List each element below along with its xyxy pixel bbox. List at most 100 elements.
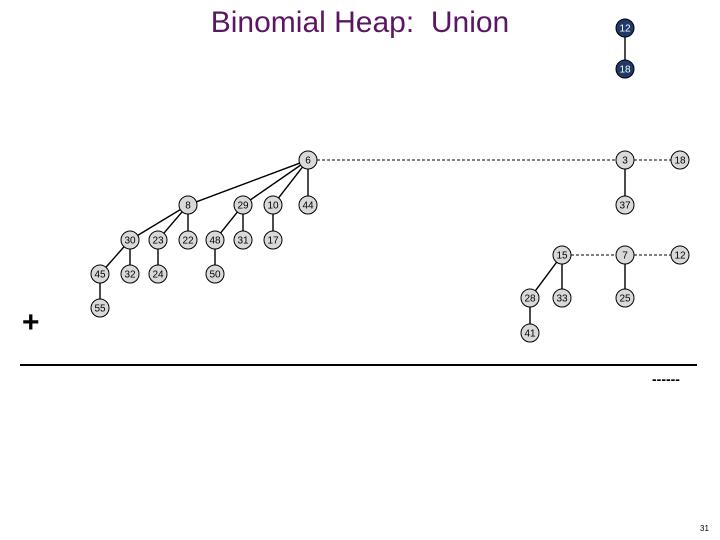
node-circle bbox=[298, 195, 318, 215]
node-key: 12 bbox=[674, 251, 686, 262]
node-circle bbox=[615, 59, 635, 79]
node-key: 30 bbox=[124, 236, 136, 247]
node-circle bbox=[670, 150, 690, 170]
node-circle bbox=[205, 264, 225, 284]
node-circle bbox=[520, 288, 540, 308]
node-23: 23 bbox=[148, 230, 168, 250]
node-17: 17 bbox=[263, 230, 283, 250]
node-41: 41 bbox=[520, 323, 540, 343]
node-circle bbox=[263, 195, 283, 215]
node-15: 15 bbox=[552, 245, 572, 265]
tree-edge bbox=[220, 211, 238, 234]
tree-edge bbox=[250, 164, 301, 201]
node-circle bbox=[552, 288, 572, 308]
node-7: 7 bbox=[615, 245, 635, 265]
node-key: 6 bbox=[305, 156, 311, 167]
tree-edge bbox=[196, 162, 300, 203]
node-circle bbox=[148, 264, 168, 284]
node-key: 10 bbox=[267, 201, 279, 212]
node-key: 22 bbox=[182, 236, 194, 247]
node-circle bbox=[615, 245, 635, 265]
node-key: 44 bbox=[302, 201, 314, 212]
tree-edges bbox=[99, 37, 626, 324]
node-key: 12 bbox=[619, 24, 631, 35]
node-circle bbox=[552, 245, 572, 265]
node-circle bbox=[670, 245, 690, 265]
node-25: 25 bbox=[615, 288, 635, 308]
node-circle bbox=[520, 323, 540, 343]
node-key: 18 bbox=[619, 65, 631, 76]
node-key: 15 bbox=[556, 251, 568, 262]
node-key: 23 bbox=[152, 236, 164, 247]
node-12: 12 bbox=[615, 18, 635, 38]
node-circle bbox=[298, 150, 318, 170]
node-key: 50 bbox=[209, 270, 221, 281]
node-key: 33 bbox=[556, 294, 568, 305]
slide-title: Binomial Heap: Union bbox=[210, 6, 510, 39]
node-45: 45 bbox=[90, 264, 110, 284]
node-key: 37 bbox=[619, 201, 631, 212]
node-key: 17 bbox=[267, 236, 279, 247]
node-key: 7 bbox=[622, 251, 628, 262]
node-32: 32 bbox=[120, 264, 140, 284]
node-circle bbox=[178, 195, 198, 215]
node-55: 55 bbox=[90, 298, 110, 318]
node-key: 8 bbox=[185, 201, 191, 212]
node-circle bbox=[148, 230, 168, 250]
node-circle bbox=[615, 150, 635, 170]
node-12: 12 bbox=[670, 245, 690, 265]
node-key: 29 bbox=[237, 201, 249, 212]
tree-edge bbox=[105, 246, 125, 268]
node-key: 41 bbox=[524, 329, 536, 340]
node-circle bbox=[205, 230, 225, 250]
node-circle bbox=[615, 195, 635, 215]
node-6: 6 bbox=[298, 150, 318, 170]
node-8: 8 bbox=[178, 195, 198, 215]
node-24: 24 bbox=[148, 264, 168, 284]
plus-operator: + bbox=[22, 306, 40, 339]
tree-edge bbox=[534, 261, 558, 292]
node-18: 18 bbox=[615, 59, 635, 79]
tree-edge bbox=[137, 209, 181, 236]
root-list-links bbox=[317, 159, 671, 256]
node-circle bbox=[233, 195, 253, 215]
node-circle bbox=[263, 230, 283, 250]
tree-edge bbox=[277, 166, 304, 199]
node-28: 28 bbox=[520, 288, 540, 308]
page-number: 31 bbox=[700, 524, 709, 533]
node-44: 44 bbox=[298, 195, 318, 215]
node-key: 25 bbox=[619, 294, 631, 305]
node-37: 37 bbox=[615, 195, 635, 215]
node-key: 28 bbox=[524, 294, 536, 305]
node-10: 10 bbox=[263, 195, 283, 215]
node-key: 48 bbox=[209, 236, 221, 247]
node-50: 50 bbox=[205, 264, 225, 284]
node-29: 29 bbox=[233, 195, 253, 215]
node-circle bbox=[90, 298, 110, 318]
node-circle bbox=[90, 264, 110, 284]
tree-edge bbox=[163, 211, 183, 234]
node-22: 22 bbox=[178, 230, 198, 250]
node-circle bbox=[615, 288, 635, 308]
node-circle bbox=[615, 18, 635, 38]
node-key: 55 bbox=[94, 304, 106, 315]
node-key: 45 bbox=[94, 270, 106, 281]
node-3: 3 bbox=[615, 150, 635, 170]
node-48: 48 bbox=[205, 230, 225, 250]
node-key: 18 bbox=[674, 156, 686, 167]
node-18: 18 bbox=[670, 150, 690, 170]
node-key: 24 bbox=[152, 270, 164, 281]
node-30: 30 bbox=[120, 230, 140, 250]
node-31: 31 bbox=[233, 230, 253, 250]
node-circle bbox=[120, 230, 140, 250]
node-key: 32 bbox=[124, 270, 136, 281]
node-circle bbox=[178, 230, 198, 250]
node-key: 3 bbox=[622, 156, 628, 167]
node-33: 33 bbox=[552, 288, 572, 308]
node-circle bbox=[120, 264, 140, 284]
node-key: 31 bbox=[237, 236, 249, 247]
node-circle bbox=[233, 230, 253, 250]
tree-nodes: 12 18 6 8 29 10 44 30 23 22 48 31 17 45 32 24 50 55 3 18 37 1… bbox=[90, 18, 690, 343]
carry-dashes: ------ bbox=[652, 371, 680, 387]
